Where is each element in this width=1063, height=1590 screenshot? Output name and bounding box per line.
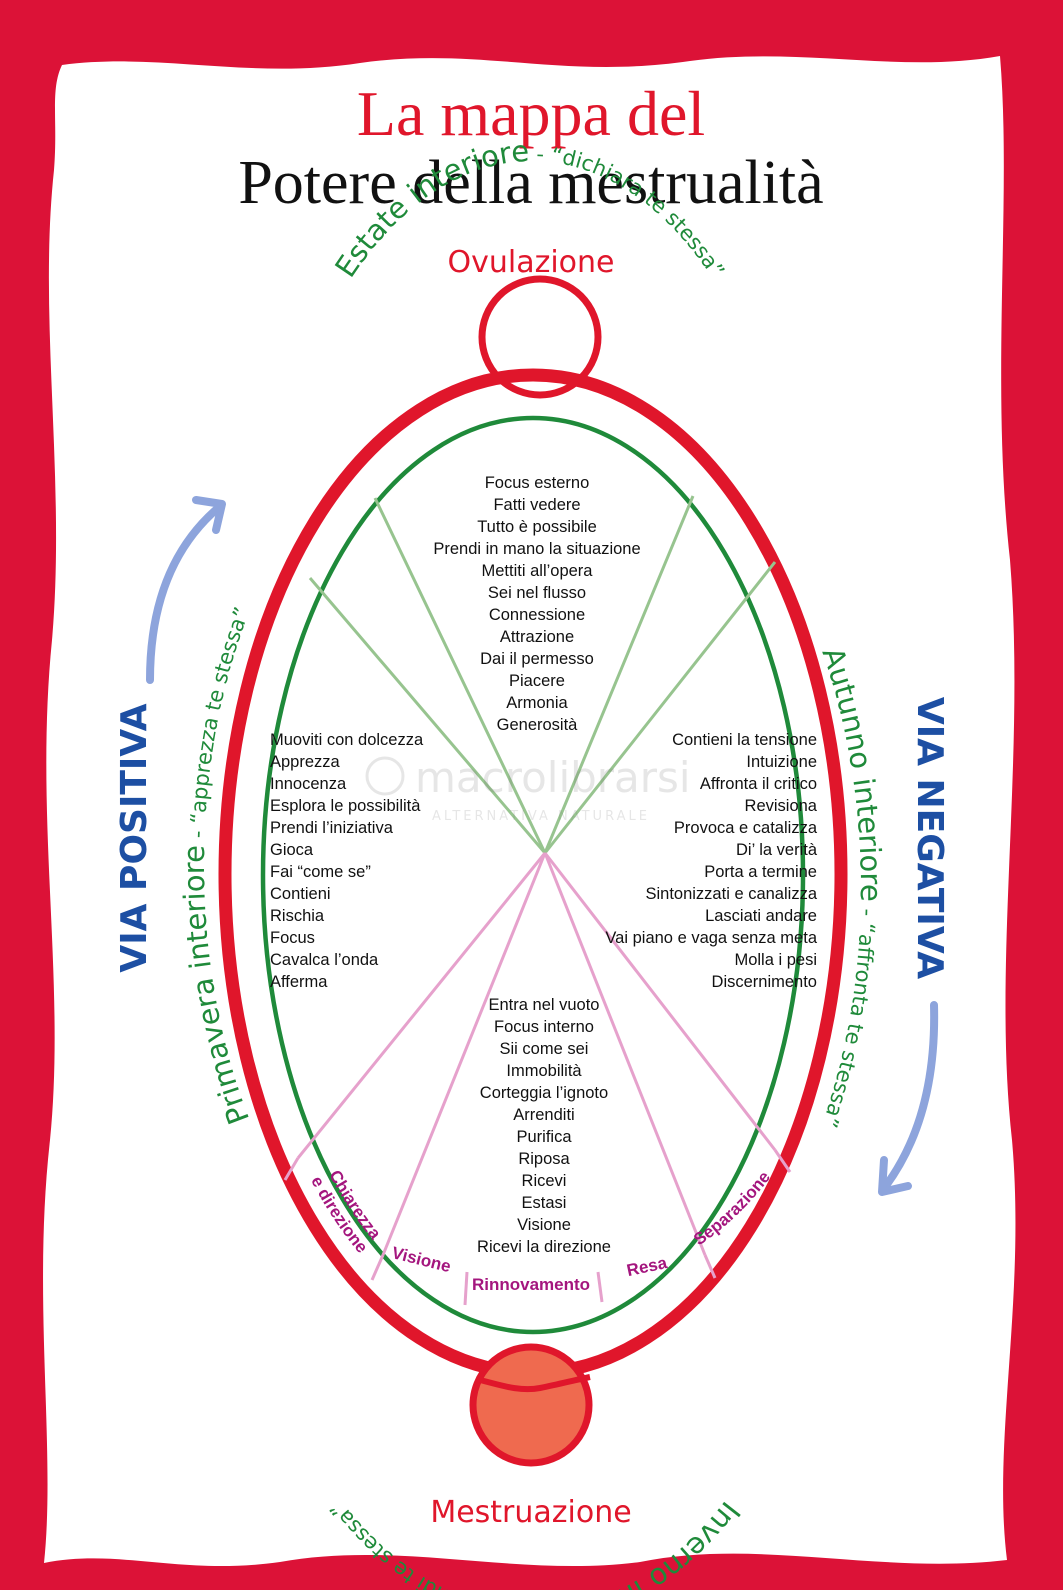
spring-list-item: Gioca <box>270 841 314 859</box>
winter-list-item: Focus interno <box>494 1018 594 1036</box>
summer-list-item: Mettiti all’opera <box>482 562 594 580</box>
spring-list-item: Rischia <box>270 907 325 925</box>
winter-list-item: Purifica <box>516 1128 572 1146</box>
title-line-2: Potere della mestrualità <box>238 149 823 217</box>
via-negativa-arrowhead-icon <box>878 1156 912 1196</box>
ovulation-label: Ovulazione <box>447 245 614 280</box>
winter-list-item: Ricevi <box>522 1172 567 1190</box>
summer-list-item: Tutto è possibile <box>477 518 597 536</box>
autumn-list-item: Di’ la verità <box>736 841 818 859</box>
autumn-list-item: Provoca e catalizza <box>674 819 818 837</box>
summer-list-item: Sei nel flusso <box>488 584 586 602</box>
summer-dividers <box>308 495 777 854</box>
spring-list-item: Prendi l’iniziativa <box>270 819 394 837</box>
ovulation-circle <box>478 275 602 399</box>
autumn-list-item: Vai piano e vaga senza meta <box>605 929 817 947</box>
menstruation-label: Mestruazione <box>430 1495 631 1530</box>
via-positiva-label: VIA POSITIVA <box>114 703 155 972</box>
winter-list-item: Estasi <box>522 1194 567 1212</box>
winter-list-item: Riposa <box>518 1150 570 1168</box>
summer-list-item: Dai il permesso <box>480 650 594 668</box>
autumn-list-item: Lasciati andare <box>705 907 817 925</box>
winter-dividers <box>296 852 777 1256</box>
autumn-list-item: Discernimento <box>712 973 817 991</box>
phase-ticks <box>283 1149 792 1306</box>
spring-list-item: Innocenza <box>270 775 347 793</box>
summer-list-item: Generosità <box>497 716 579 734</box>
spring-list-item: Focus <box>270 929 315 947</box>
spring-list-item: Contieni <box>270 885 331 903</box>
winter-list-item: Immobilità <box>506 1062 582 1080</box>
spring-list-item: Afferma <box>270 973 328 991</box>
phase-renewal: Rinnovamento <box>472 1275 590 1294</box>
via-negativa-label: VIA NEGATIVA <box>909 697 950 979</box>
watermark-tagline: ALTERNATIVA NATURALE <box>432 809 650 824</box>
autumn-list-item: Affronta il critico <box>700 775 817 793</box>
inner-green-ellipse <box>260 415 806 1335</box>
spring-list-item: Fai “come se” <box>270 863 371 881</box>
summer-list-item: Focus esterno <box>485 474 590 492</box>
winter-list-item: Entra nel vuoto <box>489 996 600 1014</box>
winter-list-item: Sii come sei <box>500 1040 589 1058</box>
winter-list-item: Ricevi la direzione <box>477 1238 611 1256</box>
summer-list-item: Prendi in mano la situazione <box>433 540 640 558</box>
autumn-list-item: Porta a termine <box>704 863 817 881</box>
title-line-1: La mappa del <box>357 78 705 149</box>
spring-list-item: Muoviti con dolcezza <box>270 731 424 749</box>
autumn-list-item: Sintonizzati e canalizza <box>645 885 817 903</box>
via-positiva-arrow-icon <box>146 504 222 684</box>
summer-list-item: Fatti vedere <box>493 496 580 514</box>
menstruation-circle <box>469 1343 593 1467</box>
autumn-list-item: Molla i pesi <box>734 951 817 969</box>
spring-list-item: Esplora le possibilità <box>270 797 421 815</box>
summer-list-item: Armonia <box>506 694 568 712</box>
spring-list-item: Apprezza <box>270 753 341 771</box>
autumn-list-item: Intuizione <box>746 753 817 771</box>
summer-list-item: Attrazione <box>500 628 574 646</box>
winter-list-item: Arrenditi <box>513 1106 574 1124</box>
summer-list-item: Piacere <box>509 672 565 690</box>
autumn-list-item: Contieni la tensione <box>672 731 817 749</box>
winter-list-item: Visione <box>517 1216 571 1234</box>
via-positiva-arrowhead-icon <box>192 496 226 534</box>
menstruation-wave <box>479 1374 591 1393</box>
spring-list: Muoviti con dolcezzaApprezzaInnocenzaEsp… <box>270 731 424 991</box>
autumn-list-item: Revisiona <box>745 797 818 815</box>
spring-list-item: Cavalca l’onda <box>270 951 379 969</box>
via-negativa-arrow-icon <box>881 1001 939 1191</box>
watermark-brand: macrolibrarsi <box>415 753 691 802</box>
winter-list-item: Corteggia l’ignoto <box>480 1084 608 1102</box>
watermark: macrolibrarsi ALTERNATIVA NATURALE <box>365 753 691 824</box>
summer-list-item: Connessione <box>489 606 585 624</box>
watermark-logo-icon <box>365 756 405 796</box>
